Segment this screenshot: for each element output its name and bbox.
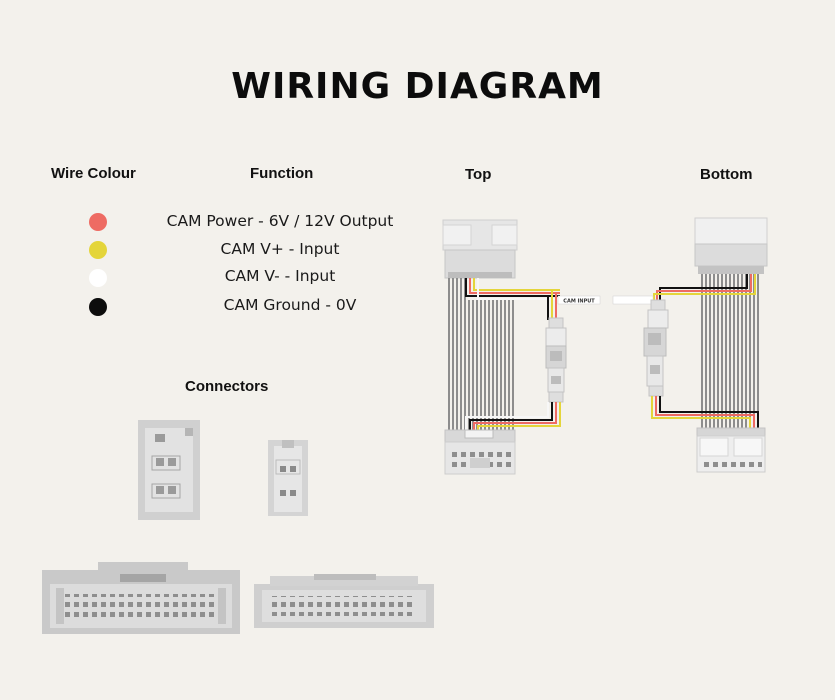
top-upper-connector [442,219,518,279]
top-wiring-harness: CAM INPUT [442,219,601,475]
bottom-upper-connector [694,217,768,274]
connectors-header: Connectors [185,378,269,395]
top-colour-wires-upper [465,278,560,320]
cam-input-tag: CAM INPUT [557,295,601,305]
function-header: Function [250,165,314,182]
top-colour-wires-lower [465,402,561,430]
wire-swatch-v-plus [89,241,107,259]
top-inline-plugs [545,317,567,403]
cam-input-label: CAM INPUT [563,299,595,305]
connector-large-head-unit [42,562,240,634]
bottom-colour-wires-upper [653,274,756,300]
connector-large-vehicle [254,574,434,628]
top-lower-connector [444,429,516,475]
connector-4-pin [138,420,200,520]
wire-swatch-ground [89,298,107,316]
function-label-v-plus: CAM V+ - Input [220,240,340,258]
bottom-inline-plugs [643,299,669,397]
function-label-v-minus: CAM V- - Input [224,267,336,285]
function-label-ground: CAM Ground - 0V [223,296,357,314]
wire-colour-header: Wire Colour [51,165,136,182]
bottom-header: Bottom [700,166,753,183]
bottom-lower-connector [696,427,766,473]
bottom-colour-wires-lower [651,396,759,432]
function-label-power: CAM Power - 6V / 12V Output [166,212,394,230]
bottom-cam-input-tag [612,295,654,305]
wire-swatch-v-minus [89,269,107,287]
wire-swatch-power [89,213,107,231]
connector-plug-4-pin [268,440,308,516]
top-grey-wires [448,278,514,430]
bottom-grey-wires [701,274,759,432]
page-title: WIRING DIAGRAM [231,66,604,107]
bottom-wiring-harness [612,217,768,473]
top-header: Top [465,166,492,183]
